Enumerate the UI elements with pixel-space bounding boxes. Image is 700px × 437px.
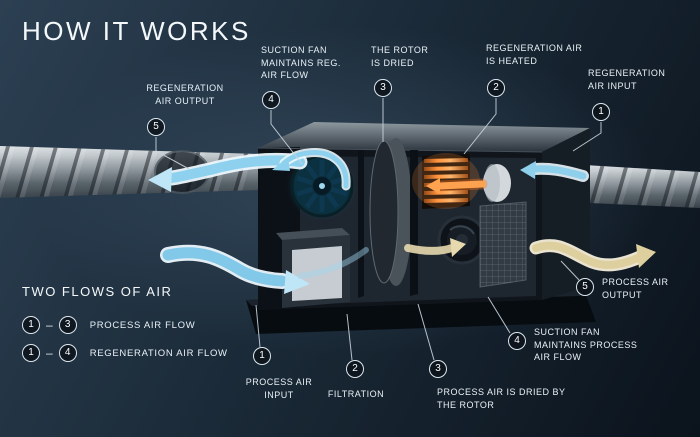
filter-panel <box>479 201 527 288</box>
callout-label-reg-air-heated: REGENERATION AIR IS HEATED <box>486 43 583 66</box>
legend-circle-3: 3 <box>58 316 77 334</box>
callout-number-reg-air-input: 1 <box>592 103 610 121</box>
process-output-arrow <box>529 239 656 272</box>
callout-label-reg-air-output: REGENERATION AIR OUTPUT <box>146 83 224 106</box>
legend: TWO FLOWS OF AIR 1 – 3 PROCESS AIR FLOW … <box>22 284 228 372</box>
legend-row-process-air-flow: 1 – 3 PROCESS AIR FLOW <box>22 316 228 334</box>
legend-circle-1: 1 <box>22 316 40 334</box>
callout-label-process-air-output: PROCESS AIR OUTPUT <box>602 277 669 300</box>
callout-number-reg-air-heated: 2 <box>487 79 505 97</box>
callout-number-process-air-output: 5 <box>576 278 594 296</box>
cylinder <box>483 164 511 202</box>
process-input-arrow <box>160 244 369 294</box>
legend-label-regeneration-air-flow: REGENERATION AIR FLOW <box>89 347 228 359</box>
callout-number-filtration: 2 <box>346 360 364 378</box>
process-internal-arrow <box>404 238 466 257</box>
inlet-box <box>276 228 350 308</box>
callout-label-filtration: FILTRATION <box>327 389 385 399</box>
regeneration-output-arrow <box>148 148 351 192</box>
callout-label-rotor-dried: THE ROTOR IS DRIED <box>371 45 429 68</box>
legend-circle-4: 4 <box>58 344 77 362</box>
rotor <box>369 138 412 286</box>
callout-lines <box>155 98 602 361</box>
callout-label-suction-fan-process: SUCTION FAN MAINTAINS PROCESS AIR FLOW <box>534 327 638 363</box>
callout-number-suction-fan-reg: 4 <box>262 91 280 109</box>
regeneration-input-duct <box>568 164 700 208</box>
legend-circle-1b: 1 <box>22 344 40 362</box>
callout-label-suction-fan-reg: SUCTION FAN MAINTAINS REG. AIR FLOW <box>261 45 341 81</box>
heated-air-arrow <box>426 178 488 194</box>
suction-fan-process <box>437 215 487 265</box>
heater <box>412 153 480 209</box>
callout-number-suction-fan-process: 4 <box>508 332 526 350</box>
legend-label-process-air-flow: PROCESS AIR FLOW <box>89 319 196 331</box>
page-title: HOW IT WORKS <box>22 16 251 46</box>
callout-label-process-air-input: PROCESS AIR INPUT <box>245 377 313 400</box>
legend-heading: TWO FLOWS OF AIR <box>22 284 173 299</box>
callout-label-reg-air-input: REGENERATION AIR INPUT <box>588 68 666 91</box>
callout-number-rotor-dried: 3 <box>374 79 392 97</box>
legend-dash: – <box>46 318 53 332</box>
callout-number-process-air-input: 1 <box>253 347 271 365</box>
legend-row-regeneration-air-flow: 1 – 4 REGENERATION AIR FLOW <box>22 344 228 362</box>
callout-number-process-air-dried: 3 <box>429 360 447 378</box>
callout-label-process-air-dried: PROCESS AIR IS DRIED BY THE ROTOR <box>437 387 566 410</box>
callout-number-reg-air-output: 5 <box>147 118 165 136</box>
legend-dash-2: – <box>46 346 53 360</box>
divider-left <box>358 150 364 298</box>
divider-right <box>410 150 418 296</box>
regeneration-input-arrow <box>520 161 589 182</box>
